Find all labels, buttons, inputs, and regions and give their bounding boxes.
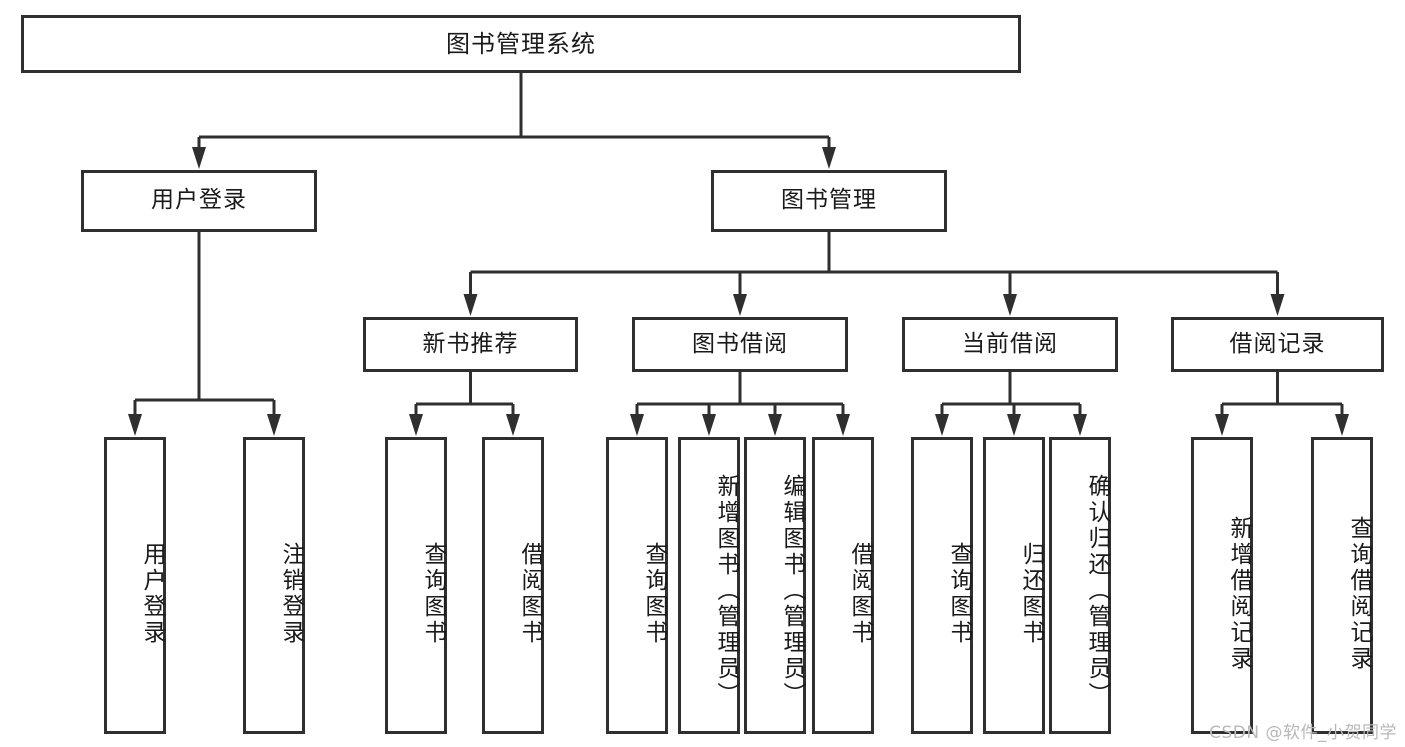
node-leaf-return-book[interactable]: 归还图书 xyxy=(983,437,1045,734)
node-current-borrow[interactable]: 当前借阅 xyxy=(902,317,1118,372)
node-leaf-user-login[interactable]: 用户登录 xyxy=(104,437,166,734)
node-leaf-query-book-current[interactable]: 查询图书 xyxy=(911,437,973,734)
node-leaf-query-book-recommend[interactable]: 查询图书 xyxy=(385,437,447,734)
node-leaf-query-book-borrow[interactable]: 查询图书 xyxy=(606,437,668,734)
node-leaf-edit-book-admin[interactable]: 编辑图书（管理员） xyxy=(744,437,806,734)
node-book-borrow[interactable]: 图书借阅 xyxy=(632,317,848,372)
node-leaf-borrow-book-recommend[interactable]: 借阅图书 xyxy=(482,437,544,734)
node-leaf-borrow-book[interactable]: 借阅图书 xyxy=(812,437,874,734)
csdn-watermark: CSDN @软件_小贺同学 xyxy=(1209,723,1397,743)
node-leaf-query-borrow-record[interactable]: 查询借阅记录 xyxy=(1311,437,1373,734)
node-leaf-add-borrow-record[interactable]: 新增借阅记录 xyxy=(1191,437,1253,734)
node-root[interactable]: 图书管理系统 xyxy=(21,15,1021,73)
node-user-login[interactable]: 用户登录 xyxy=(81,170,317,232)
node-leaf-add-book-admin[interactable]: 新增图书（管理员） xyxy=(678,437,740,734)
node-book-manage[interactable]: 图书管理 xyxy=(711,170,947,232)
node-new-book-recommend[interactable]: 新书推荐 xyxy=(363,317,578,372)
node-leaf-logout[interactable]: 注销登录 xyxy=(243,437,305,734)
node-leaf-confirm-return-admin[interactable]: 确认归还（管理员） xyxy=(1049,437,1111,734)
node-borrow-record[interactable]: 借阅记录 xyxy=(1171,317,1384,372)
